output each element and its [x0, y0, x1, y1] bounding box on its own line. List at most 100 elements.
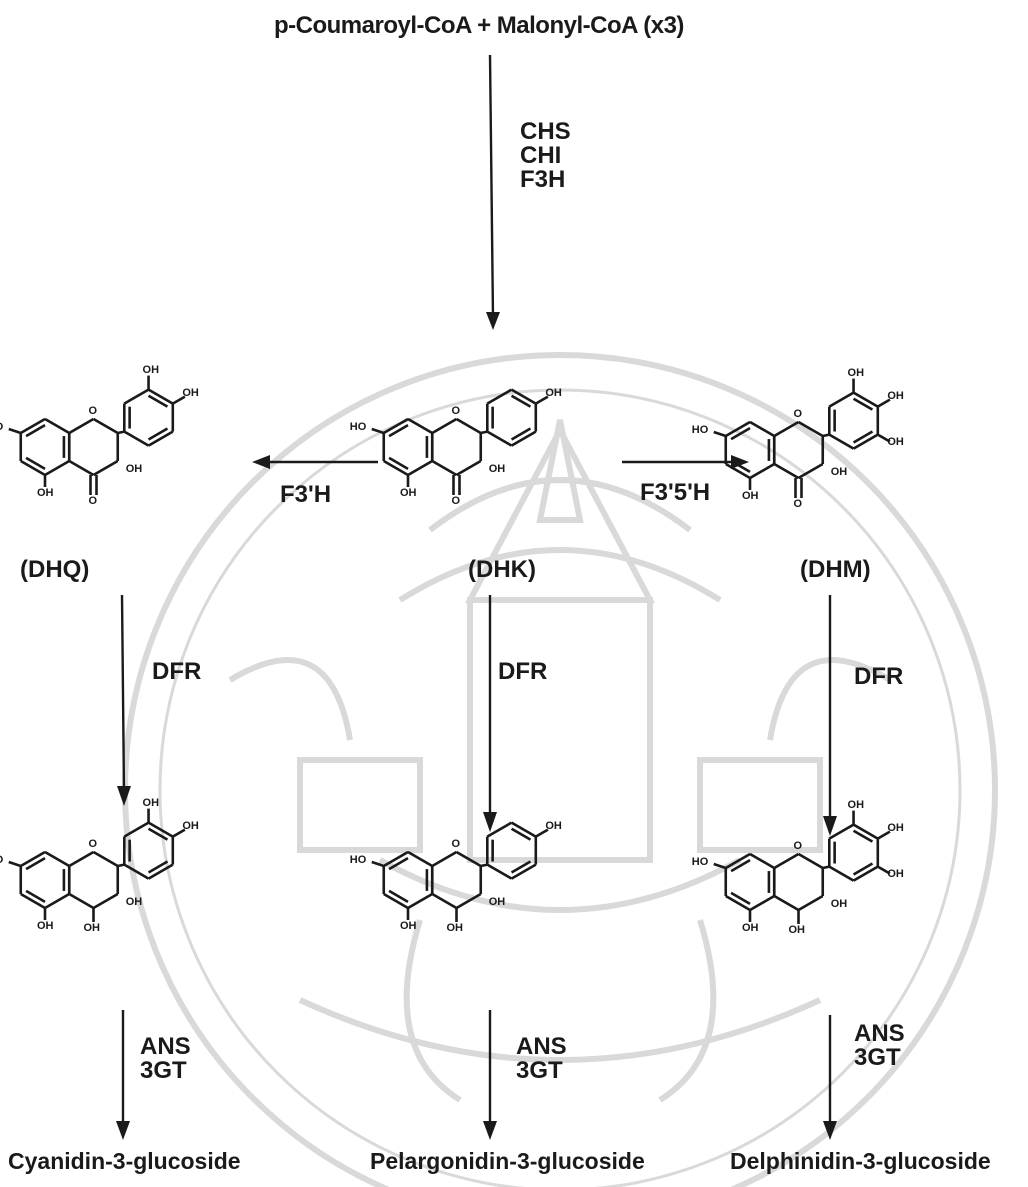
bond [388, 424, 409, 438]
compound-dhq: (DHQ) [20, 556, 90, 583]
bond [486, 430, 513, 447]
bond [797, 894, 824, 912]
hydroxyl-label: OH [830, 466, 848, 478]
bond [44, 892, 70, 910]
bond [730, 891, 751, 905]
bond [877, 433, 891, 443]
bond [486, 863, 513, 880]
bond [480, 430, 488, 435]
bond [147, 821, 174, 838]
enzyme-dfr-left: DFR [152, 658, 202, 685]
hydroxyl-label: OH [887, 389, 904, 402]
product-delphinidin: Delphinidin-3-glucoside [730, 1148, 991, 1174]
enzyme-f3h: F3H [520, 166, 566, 193]
bond [8, 427, 22, 435]
enzyme-3gt-right: 3GT [854, 1044, 901, 1071]
bond [123, 821, 150, 838]
keto-oxygen-label: O [451, 495, 461, 507]
ring-oxygen-label: O [88, 405, 98, 417]
bond [749, 894, 775, 912]
bond [797, 420, 824, 438]
bond [371, 427, 385, 435]
hydroxyl-label: OH [182, 819, 199, 832]
product-cyanidin: Cyanidin-3-glucoside [8, 1148, 241, 1174]
bond [773, 894, 800, 912]
bond [725, 894, 751, 912]
leucodelphinidin-structure [713, 810, 891, 924]
bond [822, 433, 830, 438]
bond [431, 892, 458, 910]
ho-label: HO [0, 854, 3, 866]
bond [852, 862, 874, 876]
bond [455, 459, 482, 477]
hydroxyl-label: OH [37, 487, 54, 499]
bond [20, 850, 46, 868]
bond [730, 859, 751, 873]
hydroxyl-label: OH [887, 867, 904, 880]
bond [92, 850, 119, 868]
hydroxyl-label: OH [125, 896, 143, 908]
bond [852, 865, 879, 882]
ring-oxygen-label: O [88, 838, 98, 850]
bond [730, 427, 751, 441]
bond [480, 863, 488, 868]
enzyme-f3prime-h: F3'H [280, 481, 332, 508]
enzyme-3gt-left: 3GT [140, 1057, 187, 1084]
bond [172, 828, 186, 838]
bond [25, 889, 46, 903]
leucopelargonidin-structure [371, 821, 549, 922]
ring-oxygen-label: O [793, 408, 803, 420]
bond [147, 860, 169, 874]
hydroxyl-label: OH [488, 463, 506, 475]
arrow-dhk-to-dhq [252, 455, 378, 469]
bond [147, 394, 169, 408]
bond [828, 433, 855, 450]
ring-oxygen-label: O [451, 405, 461, 417]
hydroxyl-label: OH [847, 366, 865, 379]
bond [877, 865, 891, 875]
bond [68, 459, 95, 477]
product-pelargonidin: Pelargonidin-3-glucoside [370, 1148, 645, 1174]
enzyme-dfr-right: DFR [854, 663, 904, 690]
arrow-dhk-to-leuco [483, 595, 497, 832]
ring-oxygen-label: O [793, 840, 803, 852]
enzyme-3gt-center: 3GT [516, 1057, 563, 1084]
hydroxyl-label: OH [742, 490, 759, 502]
bond [852, 430, 874, 444]
hydroxyl-label: OH [37, 920, 54, 932]
bond [749, 420, 775, 438]
bond [877, 830, 891, 840]
bond [123, 388, 150, 405]
enzyme-final-left: ANS 3GT [140, 1035, 191, 1083]
bond [877, 398, 891, 408]
bond [510, 863, 537, 880]
bond [773, 420, 800, 438]
bond [147, 827, 169, 841]
keto-oxygen-label: O [88, 495, 98, 507]
bond [20, 459, 46, 477]
bond [92, 892, 119, 910]
bond [535, 828, 549, 838]
bond [431, 417, 458, 435]
bond [371, 860, 385, 868]
arrow-dhk-to-dhm [622, 455, 749, 469]
bond [486, 821, 513, 838]
bond [510, 388, 537, 405]
compound-dhm: (DHM) [800, 556, 871, 583]
bond [749, 462, 775, 480]
bond [147, 427, 169, 441]
bond [828, 823, 855, 840]
bond [713, 430, 727, 438]
enzyme-chi: CHI [520, 142, 562, 169]
enzyme-ans-left: ANS [140, 1033, 191, 1060]
bond [455, 892, 482, 910]
bond [852, 433, 879, 450]
bond [68, 850, 95, 868]
bond [730, 459, 751, 473]
bond [535, 395, 549, 405]
hydroxyl-label: OH [742, 922, 759, 934]
bond [68, 417, 95, 435]
bond [8, 860, 22, 868]
keto-oxygen-label: O [793, 498, 803, 510]
